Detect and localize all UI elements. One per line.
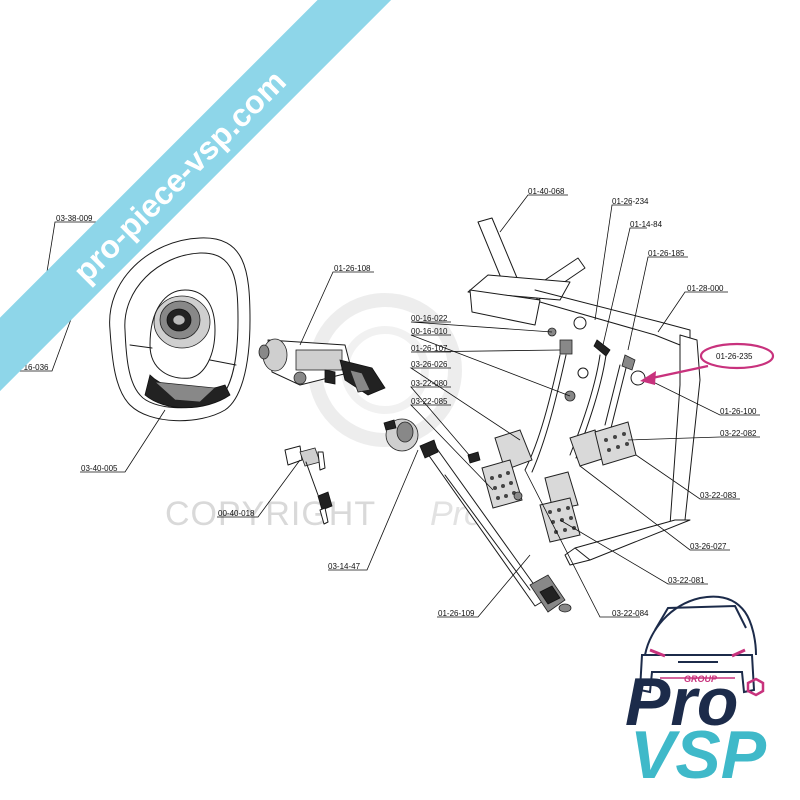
part-label: 01-26-107 — [411, 344, 448, 353]
part-label: 03-26-026 — [411, 360, 448, 369]
steering-boot — [383, 418, 419, 452]
steering-column — [419, 439, 572, 613]
part-label: 03-22-083 — [700, 491, 737, 500]
part-label: 03-22-084 — [612, 609, 649, 618]
copyright-watermark: COPYRIGHT — [165, 495, 376, 533]
hexagon-nut-icon — [746, 677, 765, 697]
pedal-box-frame — [467, 217, 701, 566]
part-label: 03-38-009 — [56, 214, 93, 223]
part-label: 00-16-022 — [411, 314, 448, 323]
part-label: 03-26-027 — [690, 542, 727, 551]
ignition-keys — [284, 445, 333, 525]
part-label: 01-26-108 — [334, 264, 371, 273]
part-label: 03-14-47 — [328, 562, 361, 571]
pedal-rubbers — [467, 421, 637, 543]
steering-lock-assembly — [258, 338, 386, 396]
part-label: 03-22-081 — [668, 576, 705, 585]
car-outline-icon — [638, 595, 757, 694]
part-label: 01-26-185 — [648, 249, 685, 258]
part-label: 03-22-085 — [411, 397, 448, 406]
highlight-ellipse — [699, 342, 775, 370]
part-labels: 01-40-068 01-26-234 01-14-84 01-26-185 0… — [12, 187, 757, 618]
part-label: 06-16-036 — [12, 363, 49, 372]
part-label: 00-40-018 — [218, 509, 255, 518]
logo-group-text: GROUP — [684, 674, 718, 684]
part-label: 03-40-005 — [81, 464, 118, 473]
part-label: 01-26-100 — [720, 407, 757, 416]
part-label: 01-14-84 — [630, 220, 663, 229]
pro-vsp-logo: GROUP Pro VSP — [625, 595, 767, 793]
part-label: 00-16-010 — [411, 327, 448, 336]
part-label: 01-40-068 — [528, 187, 565, 196]
arrow-head-icon — [640, 371, 656, 385]
part-label: 01-26-109 — [438, 609, 475, 618]
part-label: 03-22-082 — [720, 429, 757, 438]
highlight-annotation — [640, 342, 775, 385]
highlight-arrow — [651, 364, 709, 380]
steering-wheel — [109, 237, 251, 422]
highlighted-part-label: 01-26-235 — [716, 352, 753, 361]
part-label: 01-26-234 — [612, 197, 649, 206]
logo-pro-text: Pro — [625, 664, 738, 740]
logo-vsp-text: VSP — [630, 717, 767, 793]
part-label: 01-28-000 — [687, 284, 724, 293]
leader-lines — [11, 194, 760, 618]
part-label: 03-22-080 — [411, 379, 448, 388]
